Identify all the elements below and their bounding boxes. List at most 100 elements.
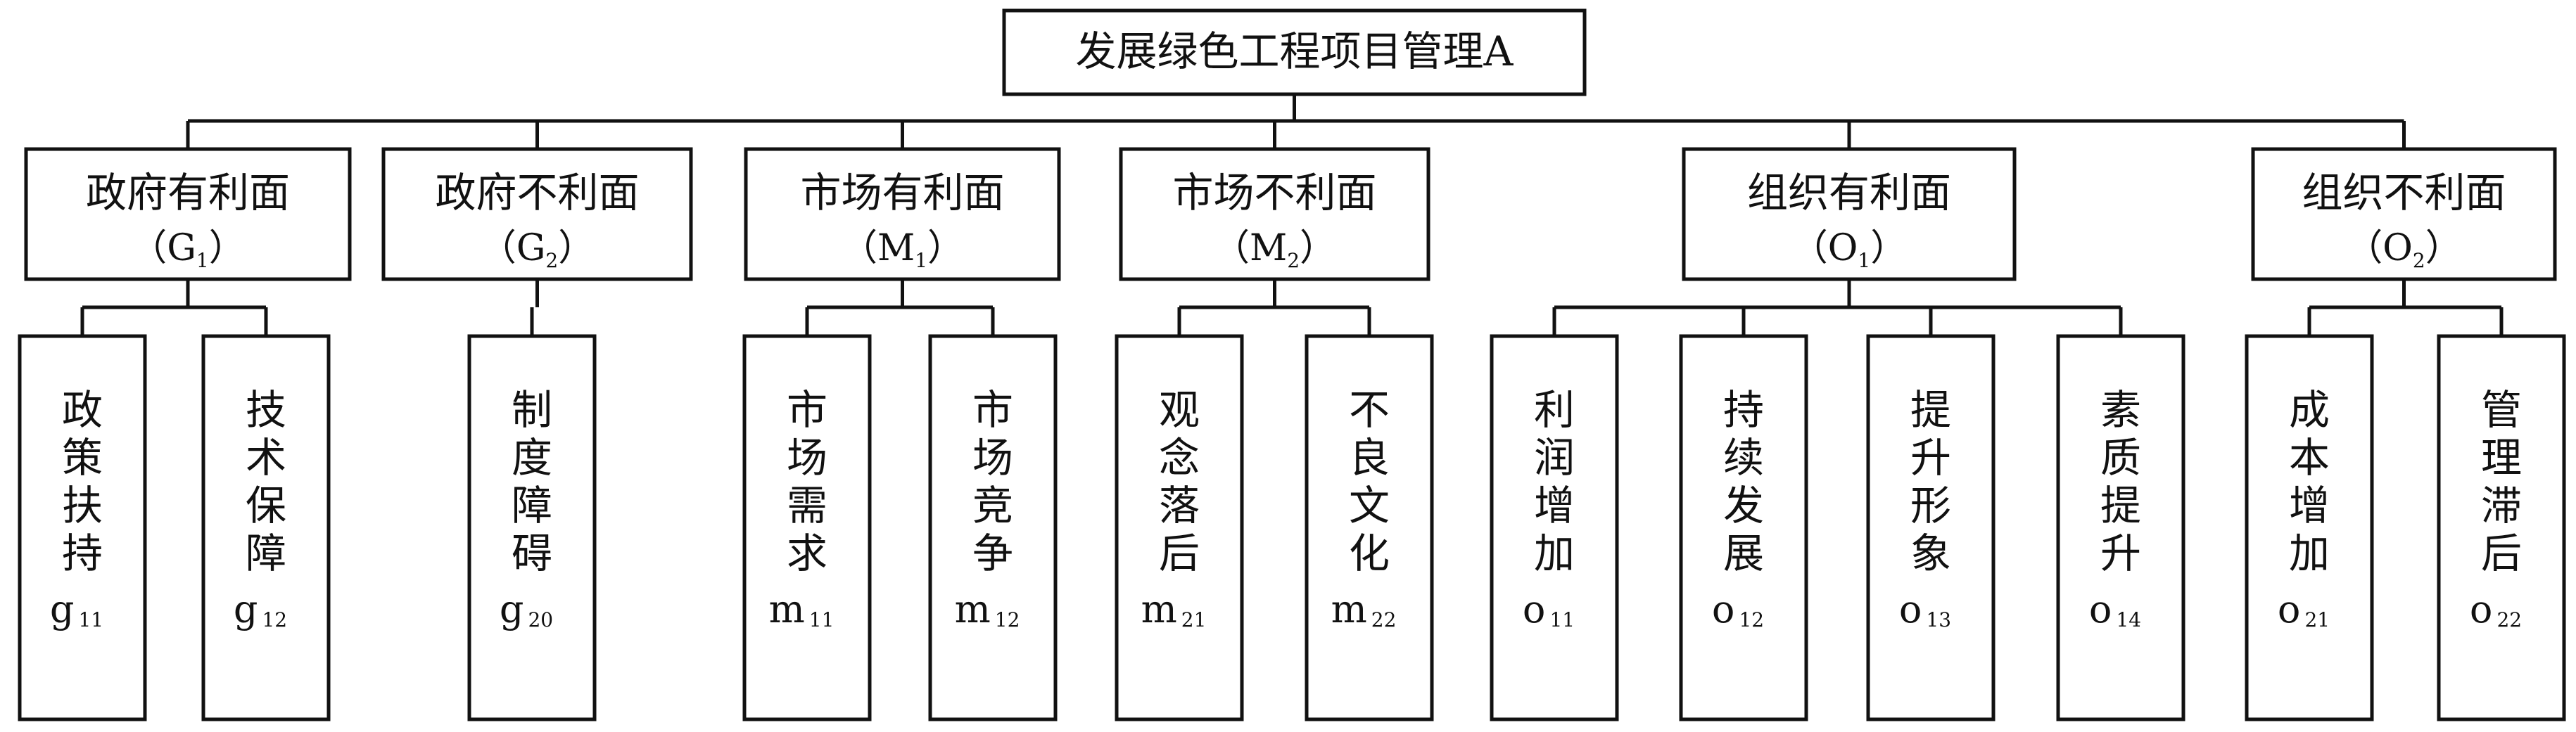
leaf-symbol-subscript: 21 bbox=[2304, 608, 2330, 631]
category-box bbox=[381, 147, 693, 281]
category-code-letter: M bbox=[877, 227, 915, 269]
category-code-letter: M bbox=[1250, 227, 1287, 269]
leaf-box bbox=[201, 334, 331, 721]
category-code-letter: O bbox=[2383, 227, 2413, 269]
category-code: （M2） bbox=[1213, 227, 1336, 272]
category-code-letter: G bbox=[516, 227, 546, 269]
leaf-symbol-subscript: 12 bbox=[262, 608, 287, 631]
leaf-box bbox=[2245, 334, 2374, 721]
leaf-box bbox=[1305, 334, 1434, 721]
leaf-box bbox=[1115, 334, 1244, 721]
category-code-subscript: 1 bbox=[1858, 249, 1870, 272]
leaf-symbol-letter: m bbox=[1331, 587, 1367, 631]
category-code-subscript: 1 bbox=[915, 249, 927, 272]
category-label: 政府有利面 bbox=[86, 169, 290, 217]
leaf-box bbox=[928, 334, 1058, 721]
leaf-symbol-letter: o bbox=[2470, 587, 2493, 631]
leaf-symbol-letter: m bbox=[769, 587, 805, 631]
leaf-box bbox=[742, 334, 872, 721]
leaf-symbol-subscript: 21 bbox=[1181, 608, 1207, 631]
category-box bbox=[1119, 147, 1430, 281]
category-node: 政府不利面（G2） bbox=[381, 147, 693, 281]
leaf-label: 素质提升 bbox=[2100, 386, 2141, 577]
category-code-subscript: 2 bbox=[2413, 249, 2425, 272]
leaf-label: 不良文化 bbox=[1349, 386, 1390, 577]
leaf-box bbox=[18, 334, 147, 721]
leaf-symbol-subscript: 12 bbox=[1739, 608, 1764, 631]
leaf-symbol-subscript: 20 bbox=[528, 608, 553, 631]
category-node: 市场有利面 （M1） bbox=[744, 147, 1061, 281]
leaf-symbol-subscript: 11 bbox=[809, 608, 835, 631]
category-code: （G1） bbox=[130, 227, 245, 272]
leaf-symbol-subscript: 11 bbox=[1549, 608, 1575, 631]
leaf-label: 观念落后 bbox=[1159, 386, 1200, 577]
leaf-label: 提升形象 bbox=[1910, 386, 1951, 577]
leaf-box bbox=[2437, 334, 2566, 721]
leaf-symbol-subscript: 22 bbox=[1371, 608, 1397, 631]
category-code: （G2） bbox=[480, 227, 595, 272]
category-node: 组织有利面（O1） bbox=[1682, 147, 2017, 281]
category-code-subscript: 2 bbox=[545, 249, 558, 272]
leaf-label: 技术保障 bbox=[246, 386, 286, 577]
category-code: （O1） bbox=[1791, 227, 1908, 272]
leaf-label: 市场竞争 bbox=[972, 386, 1013, 577]
leaf-symbol-subscript: 22 bbox=[2496, 608, 2522, 631]
root-node: 发展绿色工程项目管理A bbox=[1002, 8, 1587, 96]
category-node: 组织不利面（O2） bbox=[2251, 147, 2557, 281]
category-box bbox=[744, 147, 1061, 281]
category-label: 市场不利面 bbox=[1172, 169, 1376, 217]
leaf-label: 市场需求 bbox=[787, 386, 827, 577]
leaf-label: 持续发展 bbox=[1723, 386, 1764, 577]
leaf-box bbox=[2056, 334, 2185, 721]
leaf-symbol-letter: m bbox=[1141, 587, 1177, 631]
leaf-box bbox=[1679, 334, 1808, 721]
leaf-symbol-letter: m bbox=[955, 587, 991, 631]
root-box bbox=[1002, 8, 1587, 96]
leaf-label: 政策扶持 bbox=[62, 386, 103, 577]
category-code: （O2） bbox=[2346, 227, 2462, 272]
category-node: 政府有利面 （G1） bbox=[24, 147, 352, 281]
leaf-label: 制度障碍 bbox=[512, 386, 552, 577]
leaf-symbol-subscript: 14 bbox=[2116, 608, 2141, 631]
category-code: （M1） bbox=[841, 227, 964, 272]
leaf-box bbox=[467, 334, 597, 721]
leaf-symbol-letter: o bbox=[2278, 587, 2301, 631]
category-code-letter: O bbox=[1828, 227, 1858, 269]
root-label: 发展绿色工程项目管理A bbox=[1076, 27, 1514, 75]
leaf-box bbox=[1490, 334, 1619, 721]
category-node: 市场不利面 （M2） bbox=[1119, 147, 1430, 281]
leaf-symbol-letter: o bbox=[1523, 587, 1546, 631]
leaf-symbol-letter: g bbox=[234, 587, 258, 631]
category-code-letter: G bbox=[167, 227, 196, 269]
category-code-subscript: 2 bbox=[1287, 249, 1300, 272]
leaf-label: 利润增加 bbox=[1534, 386, 1575, 577]
category-label: 市场有利面 bbox=[800, 169, 1004, 217]
leaf-symbol-subscript: 12 bbox=[995, 608, 1020, 631]
leaf-symbol-subscript: 11 bbox=[78, 608, 103, 631]
